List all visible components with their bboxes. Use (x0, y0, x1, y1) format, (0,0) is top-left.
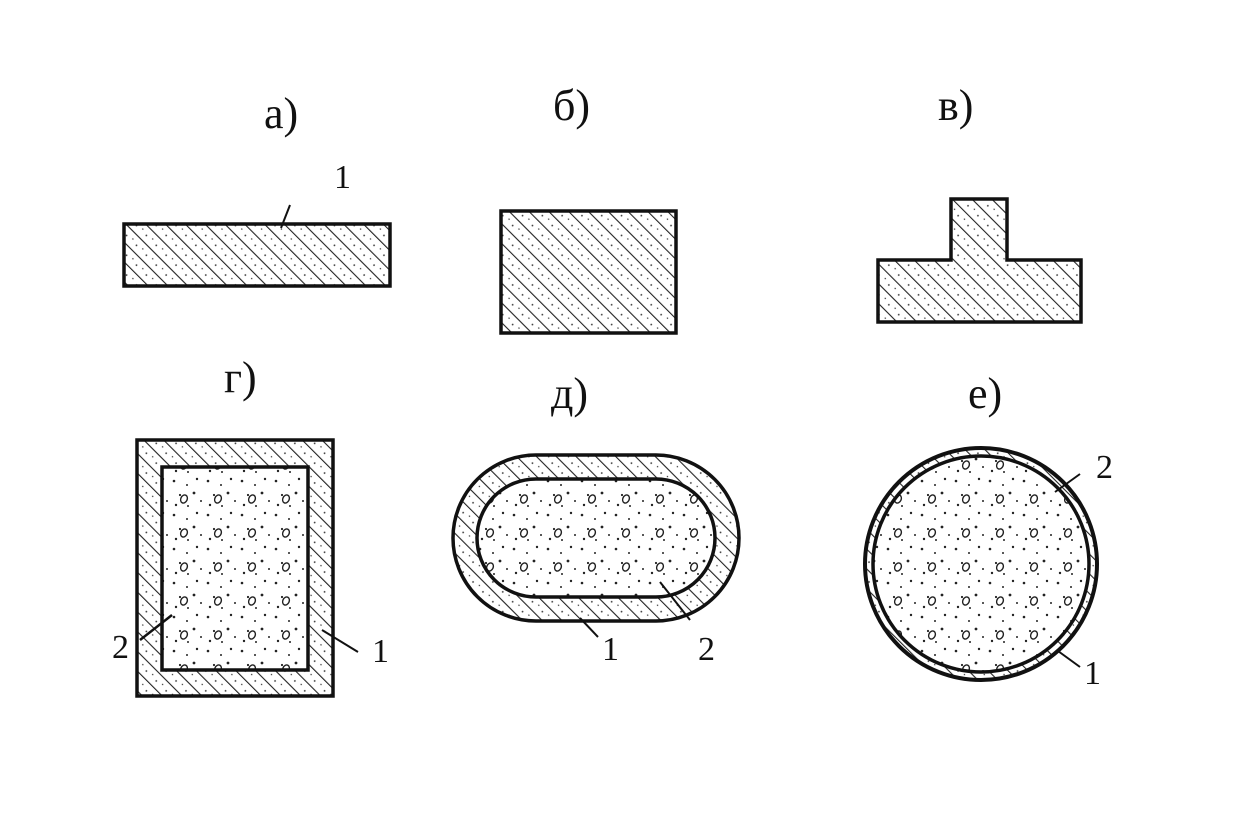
callout-1: 1 (334, 159, 351, 196)
leader-line (321, 629, 359, 653)
t-section (876, 197, 1083, 324)
callout-1: 1 (372, 633, 389, 670)
panel-a: а) 1 (122, 89, 392, 288)
leader-line (579, 617, 599, 638)
rect-core (160, 465, 310, 672)
panel-v: в) (876, 81, 1083, 324)
callout-2: 2 (698, 631, 715, 668)
slab-section (122, 222, 392, 288)
panel-b-label: б) (553, 81, 590, 130)
leader-line (280, 204, 291, 229)
callout-1: 1 (602, 631, 619, 668)
panel-e-label: е) (968, 369, 1002, 418)
rectangular-section (499, 209, 678, 335)
panel-a-label: а) (264, 89, 298, 138)
panel-g-label: г) (224, 353, 257, 402)
leader-line (1057, 650, 1081, 668)
panel-b: б) (499, 81, 678, 335)
leader-line (659, 581, 691, 621)
leader-line (139, 614, 173, 641)
callout-1: 1 (1084, 655, 1101, 692)
oval-core (475, 477, 717, 599)
panel-v-label: в) (938, 81, 973, 130)
round-core (871, 454, 1091, 674)
panel-e: е) 2 1 (863, 369, 1113, 692)
callout-2: 2 (1096, 449, 1113, 486)
panel-d-label: д) (551, 369, 588, 418)
callout-2: 2 (112, 629, 129, 666)
leader-line (1054, 473, 1081, 493)
panel-g: г) 2 1 (112, 353, 389, 698)
panel-d: д) 1 2 (451, 369, 741, 668)
